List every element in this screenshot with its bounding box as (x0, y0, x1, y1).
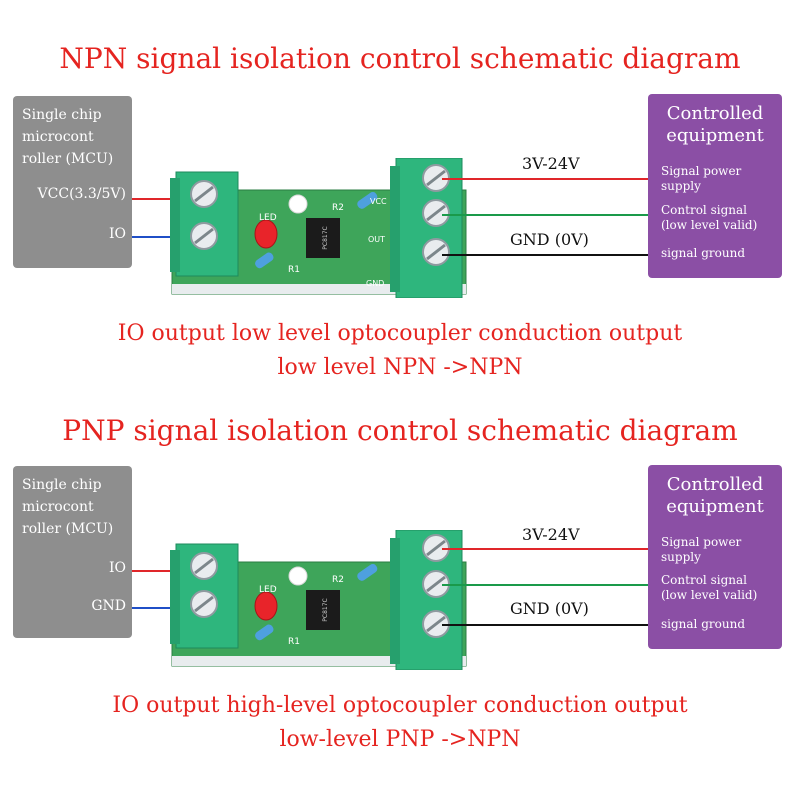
npn-mcu-pin-io: IO (108, 226, 126, 242)
npn-equipment-ground-label: signal ground (661, 246, 745, 260)
pnp-mcu-pin-io: IO (108, 560, 126, 576)
npn-out-silk: OUT (368, 235, 385, 244)
pnp-mcu-name: Single chip microcont roller (MCU) (22, 477, 114, 537)
npn-left-terminal-side (170, 178, 180, 272)
pnp-screw-io-slot (194, 557, 214, 575)
pnp-wire-io (132, 570, 192, 572)
npn-wire-vcc (132, 198, 192, 200)
npn-wire-io (132, 236, 192, 238)
pnp-optocoupler (306, 590, 340, 630)
pnp-wire-control (442, 584, 648, 586)
pnp-resistor-r2 (357, 563, 378, 581)
pnp-resistor-r1 (255, 624, 274, 641)
npn-board: LED R1 R2 PC817C VCC OUT GND (160, 158, 470, 298)
pnp-equipment-title: Controlled equipment (666, 474, 764, 517)
pnp-equipment-box: Controlled equipment Signal power supply… (648, 465, 782, 649)
npn-led (254, 219, 278, 249)
npn-caption-line2: low level NPN ->NPN (277, 355, 523, 380)
npn-vcc-silk: VCC (370, 197, 387, 206)
npn-r1-label: R1 (288, 265, 300, 275)
npn-resistor-r1 (255, 252, 274, 269)
npn-led-label: LED (259, 213, 277, 223)
npn-voltage-label: 3V-24V (522, 154, 580, 173)
pnp-equipment-power-label: Signal power supply (661, 535, 742, 564)
npn-resistor-r2 (357, 191, 378, 209)
pnp-r1-label: R1 (288, 637, 300, 647)
npn-title: NPN signal isolation control schematic d… (59, 42, 741, 75)
npn-r2-label: R2 (332, 203, 344, 213)
pnp-led-label: LED (259, 585, 277, 595)
pnp-gnd-label: GND (0V) (510, 599, 589, 618)
pnp-wire-power (442, 548, 648, 550)
pnp-caption-line2: low-level PNP ->NPN (279, 727, 521, 752)
pnp-led (254, 591, 278, 621)
pnp-screw-signal-slot (426, 575, 446, 593)
npn-caption-line1: IO output low level optocoupler conducti… (117, 321, 683, 346)
npn-wire-control (442, 214, 648, 216)
npn-optocoupler (306, 218, 340, 258)
npn-right-terminal-side (390, 166, 400, 292)
pnp-mcu-pin-gnd: GND (91, 598, 126, 614)
npn-mcu-name: Single chip microcont roller (MCU) (22, 107, 114, 167)
npn-pcb-edge (172, 284, 466, 294)
npn-equipment-title: Controlled equipment (666, 103, 764, 146)
pnp-chip-label: PC817C (322, 598, 329, 621)
npn-mount-hole (288, 194, 308, 214)
npn-gnd-silk: GND (366, 279, 384, 288)
pnp-left-terminal-side (170, 550, 180, 644)
pnp-wire-ground (442, 624, 648, 626)
pnp-screw-ground-slot (426, 615, 446, 633)
npn-equipment-power-label: Signal power supply (661, 164, 742, 193)
npn-screw-ground-slot (426, 243, 446, 261)
pnp-caption-line1: IO output high-level optocoupler conduct… (112, 693, 688, 718)
npn-screw-io-slot (194, 227, 214, 245)
pnp-voltage-label: 3V-24V (522, 525, 580, 544)
npn-gnd-label: GND (0V) (510, 230, 589, 249)
npn-equipment-box: Controlled equipment Signal power supply… (648, 94, 782, 278)
pnp-right-terminal-side (390, 538, 400, 664)
npn-wire-power (442, 178, 648, 180)
pnp-equipment-ground-label: signal ground (661, 617, 745, 631)
npn-screw-signal-slot (426, 204, 446, 222)
pnp-screw-gnd-slot (194, 595, 214, 613)
pnp-title: PNP signal isolation control schematic d… (62, 414, 738, 447)
npn-equipment-control-label: Control signal (low level valid) (661, 203, 758, 232)
pnp-mount-hole (288, 566, 308, 586)
pnp-mcu-box: Single chip microcont roller (MCU) IO GN… (13, 466, 132, 638)
npn-screw-vcc-slot (194, 185, 214, 203)
pnp-board: LED R1 R2 PC817C (160, 530, 470, 670)
pnp-pcb-edge (172, 656, 466, 666)
npn-screw-power-slot (426, 169, 446, 187)
npn-mcu-box: Single chip microcont roller (MCU) VCC(3… (13, 96, 132, 268)
pnp-screw-power-slot (426, 539, 446, 557)
npn-chip-label: PC817C (322, 226, 329, 249)
pnp-equipment-control-label: Control signal (low level valid) (661, 573, 758, 602)
pnp-wire-gnd (132, 607, 192, 609)
pnp-r2-label: R2 (332, 575, 344, 585)
npn-wire-ground (442, 254, 648, 256)
npn-mcu-pin-vcc: VCC(3.3/5V) (37, 186, 126, 202)
